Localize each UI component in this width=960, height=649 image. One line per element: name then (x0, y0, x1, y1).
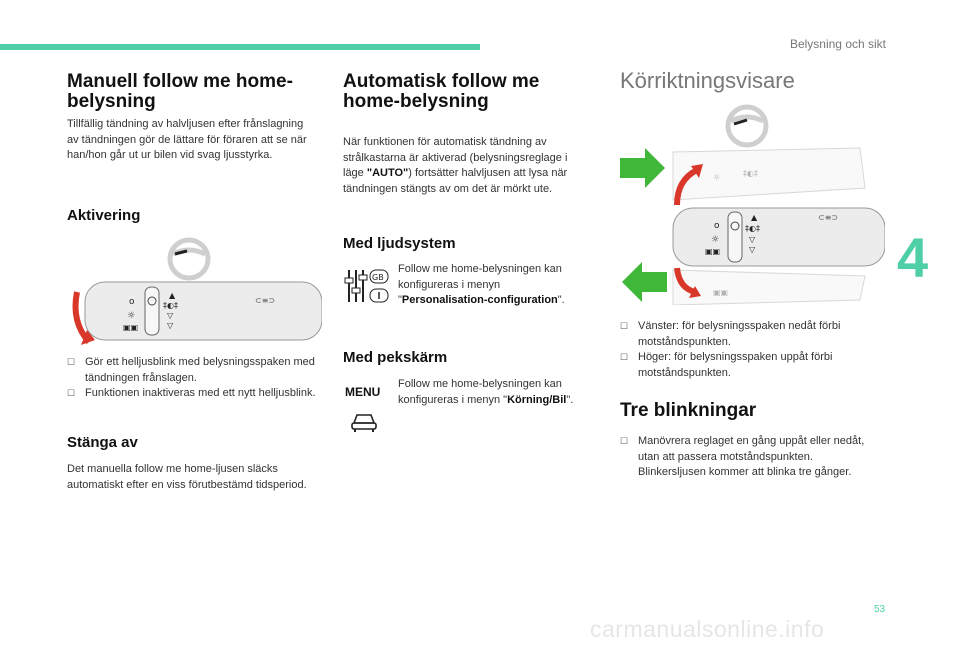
heading-activation: Aktivering (67, 207, 141, 224)
svg-text:▣▣: ▣▣ (713, 288, 728, 297)
heading-audio-system: Med ljudsystem (343, 235, 456, 252)
ghost-stalk-lower-icon: ▣▣ (672, 269, 866, 306)
car-icon (349, 410, 379, 434)
svg-text:☼: ☼ (711, 235, 719, 245)
checkbox-bullet-icon: ☐ (620, 436, 629, 446)
svg-text:☼: ☼ (713, 173, 720, 182)
svg-text:▣▣: ▣▣ (705, 247, 720, 256)
list-item: ☐ Funktionen inaktiveras med ett nytt he… (67, 386, 322, 402)
red-arrow-up-icon (674, 167, 699, 206)
svg-text:‡◐‡: ‡◐‡ (743, 169, 758, 178)
menu-label: MENU (345, 385, 381, 399)
watermark: carmanualsonline.info (590, 616, 825, 642)
green-arrow-right-icon (620, 148, 665, 188)
steering-wheel-icon (725, 104, 769, 148)
activation-bullet-1: Gör ett helljusblink med belysningsspake… (85, 356, 315, 384)
touchscreen-text: Follow me home-belysningen kan konfigure… (398, 377, 590, 408)
gb-label: GB (372, 273, 384, 282)
stalk-illustration-manual: o ☼ ▣▣ ▲ ‡◐‡ ▽ ▽ ⊂≡⊃ (67, 232, 323, 347)
green-arrow-left-icon (622, 262, 667, 302)
svg-text:o: o (129, 297, 135, 307)
touch-menu-name: Körning/Bil (507, 393, 567, 406)
svg-text:⊂≡⊃: ⊂≡⊃ (255, 296, 275, 305)
manual-intro-text: Tillfällig tändning av halvljusen efter … (67, 118, 307, 161)
heading-turn-off: Stänga av (67, 434, 138, 451)
column-automatic-follow-me: Automatisk follow me home-belysning (343, 72, 588, 112)
list-item: ☐ Vänster: för belysningsspaken nedåt fö… (620, 319, 875, 350)
audio-menu-name: Personalisation-configuration (401, 294, 558, 306)
chapter-number: 4 (897, 226, 929, 289)
red-arrowhead-icon (689, 286, 701, 298)
activation-bullet-list: ☐ Gör ett helljusblink med belysningsspa… (67, 355, 322, 402)
svg-text:▲: ▲ (751, 213, 758, 222)
turn-signal-bullet-2: Höger: för belysningsspaken uppåt förbi … (638, 351, 833, 379)
heading-turn-signals: Körriktningsvisare (620, 68, 795, 93)
checkbox-bullet-icon: ☐ (67, 357, 76, 367)
turn-signal-bullet-1: Vänster: för belysningsspaken nedåt förb… (638, 320, 841, 348)
svg-text:‡◐‡: ‡◐‡ (745, 224, 760, 233)
turn-signal-illustration: ☼ ‡◐‡ o ☼ ▣▣ ▲ ‡◐‡ ▽ ▽ ⊂≡⊃ ▣▣ (615, 100, 886, 306)
red-arrowhead-icon (81, 330, 95, 345)
checkbox-bullet-icon: ☐ (620, 321, 629, 331)
steering-wheel-icon (167, 237, 211, 281)
svg-text:▽: ▽ (749, 245, 756, 254)
three-blinks-bullet-list: ☐ Manövrera reglaget en gång uppåt eller… (620, 434, 875, 481)
svg-text:o: o (714, 221, 720, 231)
section-title: Belysning och sikt (789, 37, 886, 51)
ghost-stalk-upper-icon: ☼ ‡◐‡ (672, 147, 866, 201)
page-number: 53 (874, 604, 886, 615)
svg-text:‡◐‡: ‡◐‡ (163, 301, 178, 310)
automatic-intro-text: När funktionen för automatisk tändning a… (343, 135, 591, 197)
header-accent-bar (0, 44, 480, 50)
lighting-stalk-icon: o ☼ ▣▣ ▲ ‡◐‡ ▽ ▽ ⊂≡⊃ (84, 281, 323, 341)
svg-text:▣▣: ▣▣ (123, 323, 138, 332)
auto-mode-label: "AUTO" (366, 167, 409, 179)
svg-text:▲: ▲ (169, 291, 176, 300)
svg-text:▽: ▽ (167, 321, 174, 330)
list-item: ☐ Manövrera reglaget en gång uppåt eller… (620, 434, 875, 481)
audio-text-post: ". (557, 294, 565, 306)
checkbox-bullet-icon: ☐ (620, 352, 629, 362)
heading-three-blinks: Tre blinkningar (620, 400, 757, 421)
column-manual-follow-me: Manuell follow me home-belysning (67, 72, 317, 112)
touch-text-pre: Follow me home-belysningen kan konfigure… (398, 378, 562, 406)
heading-manual-follow-me: Manuell follow me home-belysning (67, 71, 293, 112)
list-item: ☐ Höger: för belysningsspaken uppåt förb… (620, 350, 875, 381)
three-blinks-bullet-1: Manövrera reglaget en gång uppåt eller n… (638, 435, 865, 478)
auto-intro-pre: När funktionen för automatisk tändning a… (343, 136, 568, 179)
audio-system-text: Follow me home-belysningen kan konfigure… (398, 262, 588, 309)
svg-text:☼: ☼ (127, 311, 135, 321)
checkbox-bullet-icon: ☐ (67, 388, 76, 398)
svg-text:⊂≡⊃: ⊂≡⊃ (818, 213, 838, 222)
activation-bullet-2: Funktionen inaktiveras med ett nytt hell… (85, 387, 316, 399)
touch-text-post: ". (566, 393, 574, 406)
heading-automatic-follow-me: Automatisk follow me home-belysning (343, 71, 540, 112)
auto-intro-post: ) fortsätter halvljusen att lysa när tän… (343, 167, 568, 195)
svg-text:▽: ▽ (749, 235, 756, 244)
turn-signal-bullet-list: ☐ Vänster: för belysningsspaken nedåt fö… (620, 319, 875, 381)
audio-text-pre: Follow me home-belysningen kan konfigure… (398, 263, 562, 306)
svg-text:▽: ▽ (167, 311, 174, 320)
audio-settings-icon: GB (343, 266, 391, 306)
heading-touchscreen: Med pekskärm (343, 349, 448, 366)
list-item: ☐ Gör ett helljusblink med belysningsspa… (67, 355, 322, 386)
red-arrowhead-icon (691, 164, 703, 178)
turn-off-text: Det manuella follow me home-ljusen släck… (67, 463, 307, 491)
lighting-stalk-icon: o ☼ ▣▣ ▲ ‡◐‡ ▽ ▽ ⊂≡⊃ (672, 207, 886, 267)
